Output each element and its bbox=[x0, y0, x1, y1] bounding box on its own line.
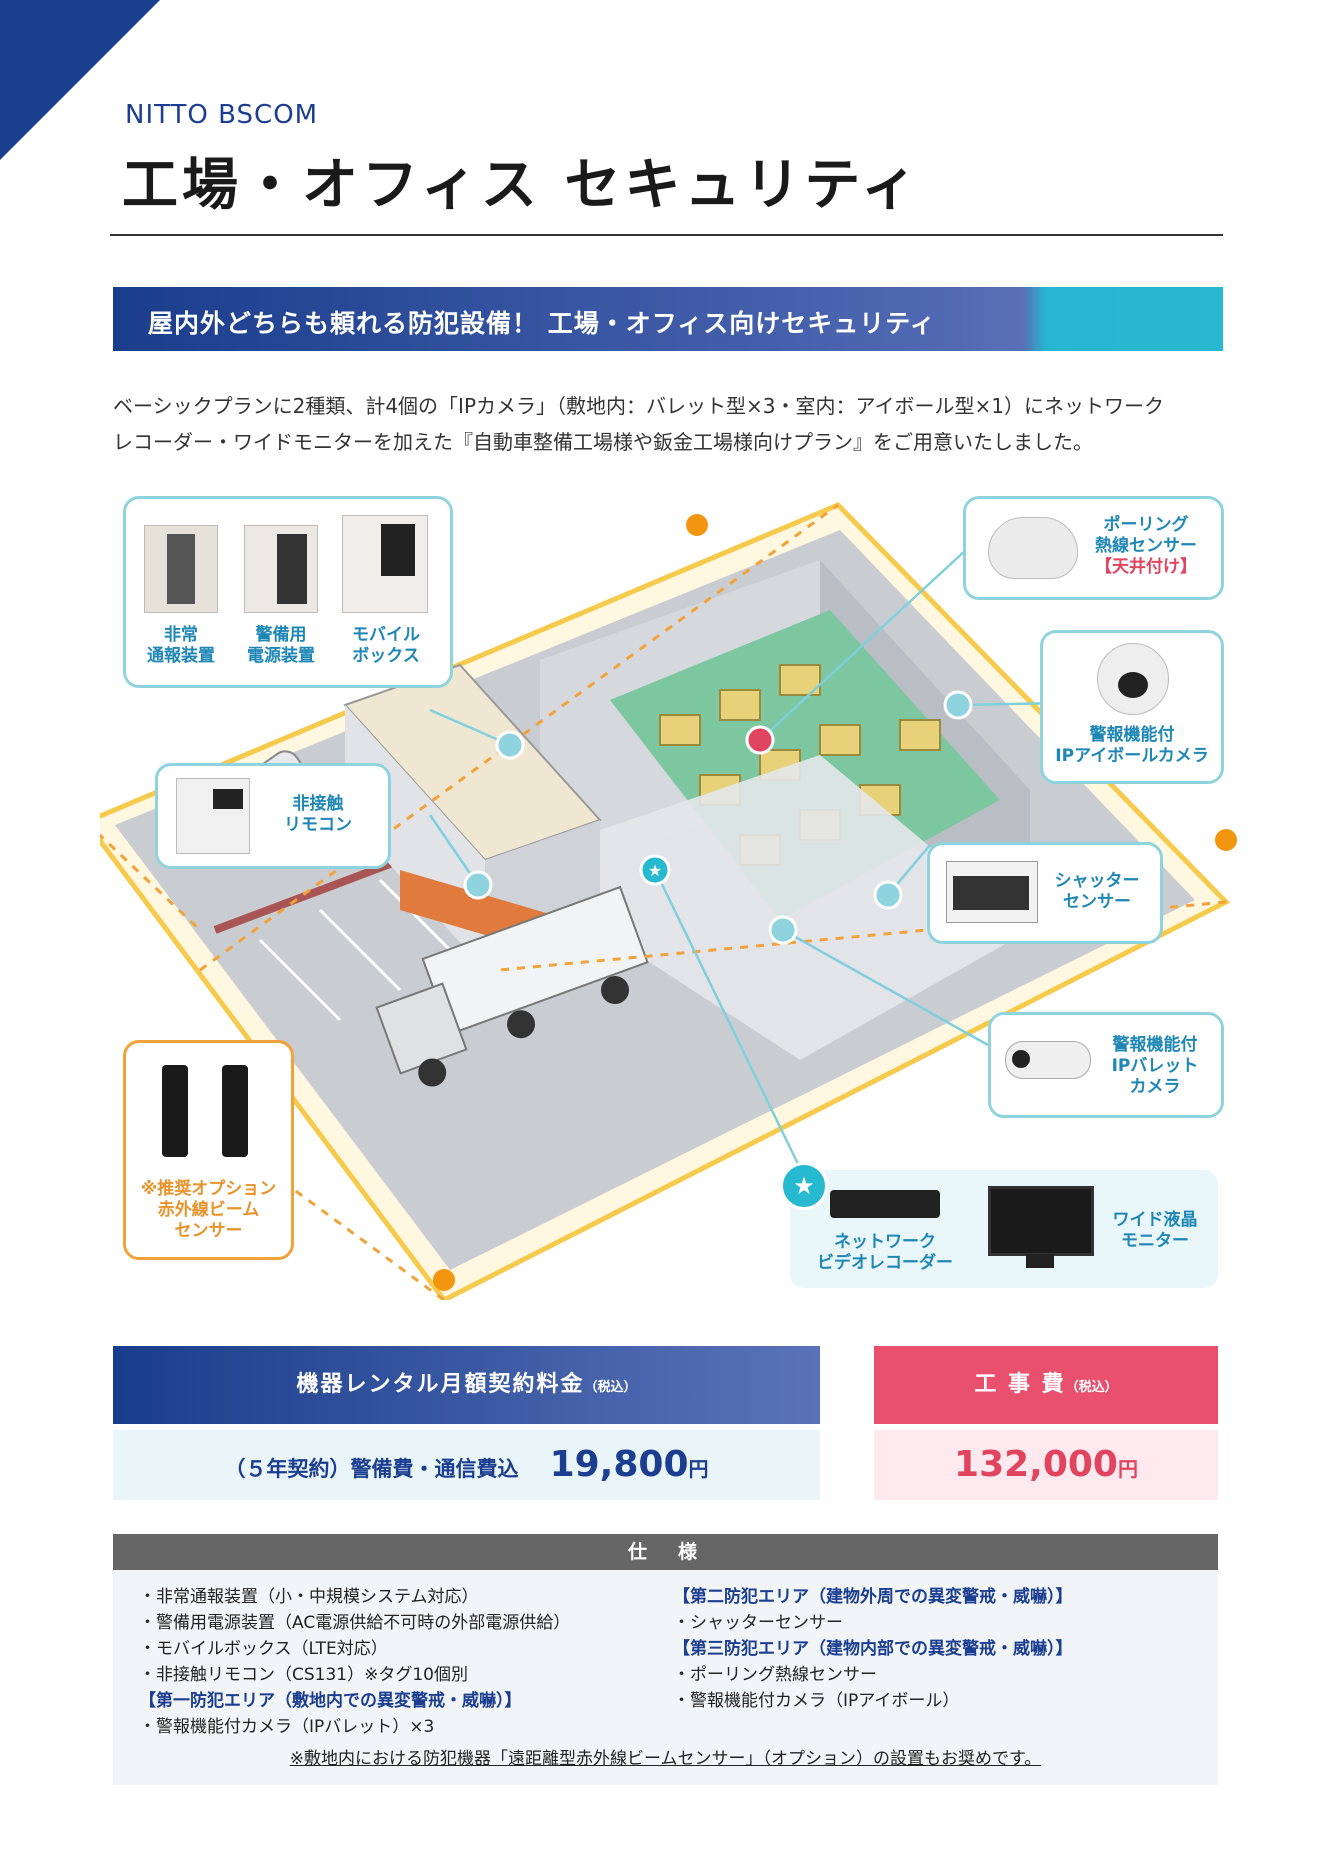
label-polling: ポーリング熱線センサー 【天井付け】 bbox=[1095, 515, 1197, 577]
rental-unit: 円 bbox=[688, 1457, 709, 1481]
rental-price-header: 機器レンタル月額契約料金（税込） bbox=[113, 1346, 820, 1424]
rental-amount: 19,800 bbox=[549, 1444, 689, 1485]
nvr-image bbox=[830, 1190, 940, 1218]
device-marker bbox=[943, 690, 973, 720]
label-remote: 非接触リモコン bbox=[284, 794, 352, 835]
remote-image bbox=[176, 778, 250, 854]
intro-line-2: レコーダー・ワイドモニターを加えた『自動車整備工場様や鈑金工場様向けプラン』をご… bbox=[113, 430, 1093, 454]
label-emergency: 非常通報装置 bbox=[147, 625, 215, 666]
spec-header: 仕 様 bbox=[113, 1534, 1218, 1570]
monitor-image bbox=[988, 1186, 1094, 1256]
rental-note: （５年契約）警備費・通信費込 bbox=[224, 1457, 519, 1481]
star-marker bbox=[639, 854, 671, 886]
device-marker bbox=[768, 915, 798, 945]
device-marker bbox=[463, 870, 493, 900]
label-nvr: ネットワークビデオレコーダー bbox=[817, 1232, 953, 1273]
callout-recorder-monitor: ネットワークビデオレコーダー ワイド液晶モニター bbox=[790, 1170, 1218, 1288]
spec-body: ・非常通報装置（小・中規模システム対応） ・警備用電源装置（AC電源供給不可時の… bbox=[113, 1570, 1218, 1785]
intro-text: ベーシックプランに2種類、計4個の「IPカメラ」（敷地内：バレット型×3・室内：… bbox=[113, 388, 1228, 460]
callout-control-devices: 非常通報装置 警備用電源装置 モバイルボックス bbox=[123, 496, 453, 688]
spec-item: ・モバイルボックス（LTE対応） bbox=[139, 1639, 388, 1659]
spec-item: ・非常通報装置（小・中規模システム対応） bbox=[139, 1587, 479, 1607]
banner-text: 屋内外どちらも頼れる防犯設備！ 工場・オフィス向けセキュリティ bbox=[148, 309, 936, 338]
polling-sensor-image bbox=[988, 517, 1078, 579]
spec-area-heading: 【第二防犯エリア（建物外周での異変警戒・威嚇）】 bbox=[673, 1587, 1073, 1607]
facility-illustration: ★ bbox=[100, 502, 1237, 1300]
spec-note: ※敷地内における防犯機器「遠距離型赤外線ビームセンサー」（オプション）の設置もお… bbox=[289, 1749, 1042, 1769]
label-beam: ※推奨オプション赤外線ビームセンサー bbox=[140, 1179, 277, 1241]
boundary-point bbox=[1215, 829, 1237, 851]
work-unit: 円 bbox=[1117, 1457, 1138, 1481]
work-tax: （税込） bbox=[1065, 1380, 1118, 1395]
work-heading: 工 事 費 bbox=[974, 1372, 1066, 1397]
label-power: 警備用電源装置 bbox=[247, 625, 315, 666]
boundary-point bbox=[433, 1269, 455, 1291]
callout-polling-sensor: ポーリング熱線センサー 【天井付け】 bbox=[963, 496, 1224, 600]
spec-list-left: ・非常通報装置（小・中規模システム対応） ・警備用電源装置（AC電源供給不可時の… bbox=[139, 1584, 659, 1740]
spec-item: ・警備用電源装置（AC電源供給不可時の外部電源供給） bbox=[139, 1613, 571, 1633]
page-title: 工場・オフィス セキュリティ bbox=[122, 153, 922, 218]
callout-shutter-sensor: シャッターセンサー bbox=[927, 842, 1163, 944]
corner-accent bbox=[0, 0, 160, 160]
work-price-body: 132,000円 bbox=[874, 1430, 1218, 1500]
spec-area-heading: 【第三防犯エリア（建物内部での異変警戒・威嚇）】 bbox=[673, 1639, 1073, 1659]
label-mobile: モバイルボックス bbox=[352, 625, 420, 666]
callout-beam-sensor: ※推奨オプション赤外線ビームセンサー bbox=[123, 1040, 294, 1260]
label-shutter: シャッターセンサー bbox=[1054, 871, 1140, 912]
eyeball-camera-image bbox=[1097, 643, 1169, 715]
bullet-camera-image bbox=[1005, 1041, 1091, 1079]
beam-sensor-image-1 bbox=[162, 1065, 188, 1157]
headline-banner bbox=[113, 287, 1223, 351]
work-amount: 132,000 bbox=[954, 1444, 1118, 1485]
emergency-device-image bbox=[144, 525, 218, 613]
spec-item: ・シャッターセンサー bbox=[673, 1613, 843, 1633]
spec-item: ・ポーリング熱線センサー bbox=[673, 1665, 877, 1685]
spec-item: ・非接触リモコン（CS131）※タグ10個別 bbox=[139, 1665, 468, 1685]
rental-tax: （税込） bbox=[584, 1380, 637, 1395]
device-marker bbox=[745, 725, 775, 755]
brand-name: NITTO BSCOM bbox=[125, 100, 319, 130]
boundary-point bbox=[686, 514, 708, 536]
star-badge: ★ bbox=[780, 1162, 828, 1210]
rental-heading: 機器レンタル月額契約料金 bbox=[296, 1372, 585, 1397]
beam-sensor-image-2 bbox=[222, 1065, 248, 1157]
star-icon: ★ bbox=[648, 861, 662, 880]
spec-list-right: 【第二防犯エリア（建物外周での異変警戒・威嚇）】 ・シャッターセンサー 【第三防… bbox=[673, 1584, 1193, 1714]
spec-heading: 仕 様 bbox=[627, 1541, 703, 1563]
spec-area-heading: 【第一防犯エリア（敷地内での異変警戒・威嚇）】 bbox=[139, 1691, 522, 1711]
shutter-sensor-image bbox=[946, 861, 1038, 923]
monitor-stand bbox=[1026, 1254, 1054, 1268]
title-divider bbox=[110, 234, 1223, 236]
label-monitor: ワイド液晶モニター bbox=[1112, 1210, 1198, 1251]
work-price-header: 工 事 費（税込） bbox=[874, 1346, 1218, 1424]
spec-item: ・警報機能付カメラ（IPバレット）×3 bbox=[139, 1717, 435, 1737]
rental-price-body: （５年契約）警備費・通信費込 19,800円 bbox=[113, 1430, 820, 1500]
mobile-box-image bbox=[342, 515, 428, 613]
parking-area bbox=[258, 878, 462, 1022]
connector-lines bbox=[428, 536, 1066, 1169]
spec-item: ・警報機能付カメラ（IPアイボール） bbox=[673, 1691, 960, 1711]
intro-line-1: ベーシックプランに2種類、計4個の「IPカメラ」（敷地内：バレット型×3・室内：… bbox=[113, 394, 1164, 418]
truck bbox=[375, 885, 649, 1087]
device-marker bbox=[495, 730, 525, 760]
power-device-image bbox=[244, 525, 318, 613]
factory-front bbox=[600, 755, 1030, 1060]
device-marker bbox=[873, 880, 903, 910]
callout-remote: 非接触リモコン bbox=[155, 763, 391, 869]
